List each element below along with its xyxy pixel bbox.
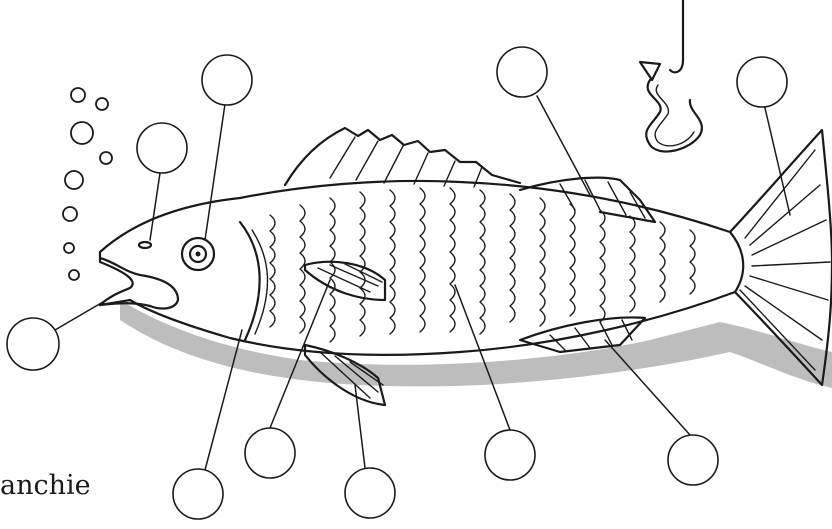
label-circle-mouth[interactable] [7, 318, 59, 370]
label-circle-pectoral-fin[interactable] [245, 428, 295, 478]
label-circle-gill-cover[interactable] [173, 469, 223, 519]
label-circle-scales[interactable] [485, 430, 535, 480]
mouth [100, 258, 178, 308]
air-bubbles-icon [63, 88, 112, 280]
caption-text: anchie [0, 470, 91, 501]
nostril [139, 242, 151, 248]
fish-shadow [120, 300, 832, 388]
label-circle-eye[interactable] [202, 55, 252, 105]
dorsal-fin [285, 128, 520, 187]
pectoral-fin [305, 262, 385, 300]
label-circles [7, 47, 787, 519]
eye [182, 238, 214, 270]
scales [270, 188, 695, 342]
second-dorsal-fin [520, 178, 655, 222]
label-circle-nostril[interactable] [137, 123, 187, 173]
worm-bait-icon [646, 80, 702, 152]
label-circle-anal-fin[interactable] [668, 435, 718, 485]
gill-cover [240, 222, 260, 340]
fish-body [100, 181, 743, 355]
label-circle-tail-fin[interactable] [737, 57, 787, 107]
label-circle-pelvic-fin[interactable] [345, 468, 395, 518]
label-circle-dorsal-fin[interactable] [497, 47, 547, 97]
fishing-hook-icon [640, 0, 683, 80]
